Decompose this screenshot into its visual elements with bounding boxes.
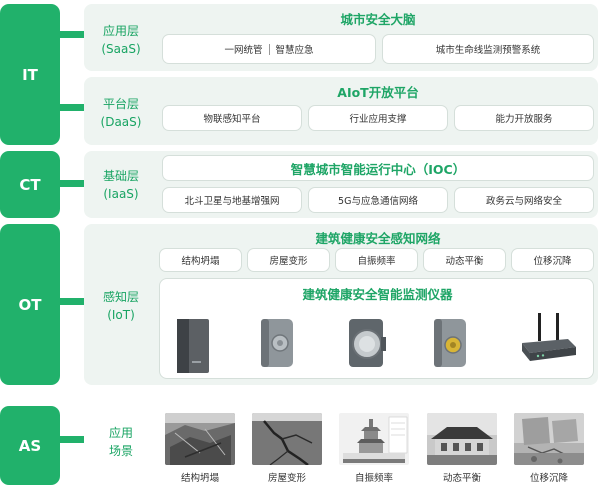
iot-layer-label: 感知层 (IoT) bbox=[84, 288, 158, 324]
scene-balance-image bbox=[427, 413, 497, 465]
iot-panel: 感知层 (IoT) 建筑健康安全感知网络 结构坍塌 房屋变形 自振频率 动态平衡… bbox=[84, 224, 598, 385]
as-badge: AS bbox=[0, 406, 60, 485]
daas-layer-label: 平台层 (DaaS) bbox=[84, 95, 158, 131]
scene-caption-5: 位移沉降 bbox=[529, 473, 568, 484]
saas-panel: 应用层 (SaaS) 城市安全大脑 一网统管 智慧应急 城市生命线监测预警系统 bbox=[84, 4, 598, 71]
iaas-layer-label: 基础层 (IaaS) bbox=[84, 167, 158, 203]
ot-label: OT bbox=[18, 295, 42, 314]
iaas-item-3: 政务云与网络安全 bbox=[485, 196, 562, 207]
device-panel: 建筑健康安全智能监测仪器 bbox=[159, 278, 594, 379]
sensor-box-device-1 bbox=[177, 319, 209, 373]
daas-title: AIoT开放平台 bbox=[337, 85, 419, 100]
iot-box-3[interactable]: 自振频率 bbox=[335, 248, 418, 272]
connector-iaas bbox=[58, 180, 84, 187]
connector-saas bbox=[58, 31, 84, 38]
iaas-panel: 基础层 (IaaS) 智慧城市智能运行中心（IOC） 北斗卫星与地基增强网 5G… bbox=[84, 151, 598, 218]
iot-item-5: 位移沉降 bbox=[533, 256, 572, 267]
tilt-sensor-device-2 bbox=[261, 319, 293, 367]
saas-item-b: 智慧应急 bbox=[275, 45, 314, 56]
separator bbox=[268, 43, 270, 55]
scenes-layer-label: 应用 场景 bbox=[84, 424, 158, 460]
gateway-router-device-5 bbox=[522, 313, 576, 361]
daas-box-2[interactable]: 行业应用支撑 bbox=[308, 105, 448, 131]
iot-box-2[interactable]: 房屋变形 bbox=[247, 248, 330, 272]
saas-layer-label: 应用层 (SaaS) bbox=[84, 22, 158, 58]
scene-collapse-image bbox=[165, 413, 235, 465]
scene-caption-3: 自振频率 bbox=[354, 473, 393, 484]
iot-item-1: 结构坍塌 bbox=[181, 256, 220, 267]
iaas-box-2[interactable]: 5G与应急通信网络 bbox=[308, 187, 448, 213]
it-badge: IT bbox=[0, 4, 60, 145]
ct-label: CT bbox=[19, 175, 41, 194]
daas-item-1: 物联感知平台 bbox=[203, 114, 261, 125]
iot-box-5[interactable]: 位移沉降 bbox=[511, 248, 594, 272]
displacement-sensor-device-4 bbox=[434, 319, 466, 367]
scenes-label-line2: 场景 bbox=[108, 444, 133, 458]
scenes-label-line1: 应用 bbox=[108, 426, 133, 440]
scene-deformation-image bbox=[252, 413, 322, 465]
daas-panel: 平台层 (DaaS) AIoT开放平台 物联感知平台 行业应用支撑 能力开放服务 bbox=[84, 77, 598, 145]
vibration-sensor-device-3 bbox=[349, 319, 386, 367]
iaas-box-3[interactable]: 政务云与网络安全 bbox=[454, 187, 594, 213]
daas-label-en: (DaaS) bbox=[100, 115, 142, 129]
daas-box-1[interactable]: 物联感知平台 bbox=[162, 105, 302, 131]
iaas-item-2: 5G与应急通信网络 bbox=[338, 196, 418, 207]
scene-caption-1: 结构坍塌 bbox=[180, 473, 219, 484]
scene-caption-2: 房屋变形 bbox=[267, 473, 306, 484]
scene-frequency-image bbox=[339, 413, 409, 465]
iaas-title-box: 智慧城市智能运行中心（IOC） bbox=[162, 155, 594, 181]
daas-label-cn: 平台层 bbox=[102, 97, 139, 111]
saas-box-left[interactable]: 一网统管 智慧应急 bbox=[162, 34, 376, 64]
iaas-item-1: 北斗卫星与地基增强网 bbox=[184, 196, 280, 207]
saas-item-c: 城市生命线监测预警系统 bbox=[435, 45, 541, 56]
saas-label-en: (SaaS) bbox=[101, 42, 141, 56]
as-label: AS bbox=[18, 436, 42, 455]
saas-box-right[interactable]: 城市生命线监测预警系统 bbox=[382, 34, 594, 64]
scene-caption-4: 动态平衡 bbox=[442, 473, 481, 484]
iot-box-1[interactable]: 结构坍塌 bbox=[159, 248, 242, 272]
iot-box-4[interactable]: 动态平衡 bbox=[423, 248, 506, 272]
it-label: IT bbox=[22, 65, 38, 84]
iot-label-cn: 感知层 bbox=[102, 290, 139, 304]
iot-title: 建筑健康安全感知网络 bbox=[315, 231, 441, 246]
ot-badge: OT bbox=[0, 224, 60, 385]
scene-settlement-image bbox=[514, 413, 584, 465]
iaas-label-en: (IaaS) bbox=[103, 187, 139, 201]
saas-title: 城市安全大脑 bbox=[340, 12, 416, 27]
iot-item-3: 自振频率 bbox=[357, 256, 396, 267]
iaas-box-1[interactable]: 北斗卫星与地基增强网 bbox=[162, 187, 302, 213]
saas-item-a: 一网统管 bbox=[224, 45, 263, 56]
connector-daas bbox=[58, 104, 84, 111]
iot-item-4: 动态平衡 bbox=[445, 256, 484, 267]
ct-badge: CT bbox=[0, 151, 60, 218]
connector-iot bbox=[58, 298, 84, 305]
daas-item-3: 能力开放服务 bbox=[495, 114, 553, 125]
daas-box-3[interactable]: 能力开放服务 bbox=[454, 105, 594, 131]
iaas-title: 智慧城市智能运行中心（IOC） bbox=[290, 161, 466, 177]
connector-scenes bbox=[58, 436, 84, 443]
saas-label-cn: 应用层 bbox=[102, 24, 139, 38]
iot-label-en: (IoT) bbox=[107, 308, 135, 322]
iaas-label-cn: 基础层 bbox=[102, 169, 139, 183]
device-title: 建筑健康安全智能监测仪器 bbox=[302, 287, 453, 302]
iot-item-2: 房屋变形 bbox=[269, 256, 308, 267]
daas-item-2: 行业应用支撑 bbox=[349, 114, 407, 125]
